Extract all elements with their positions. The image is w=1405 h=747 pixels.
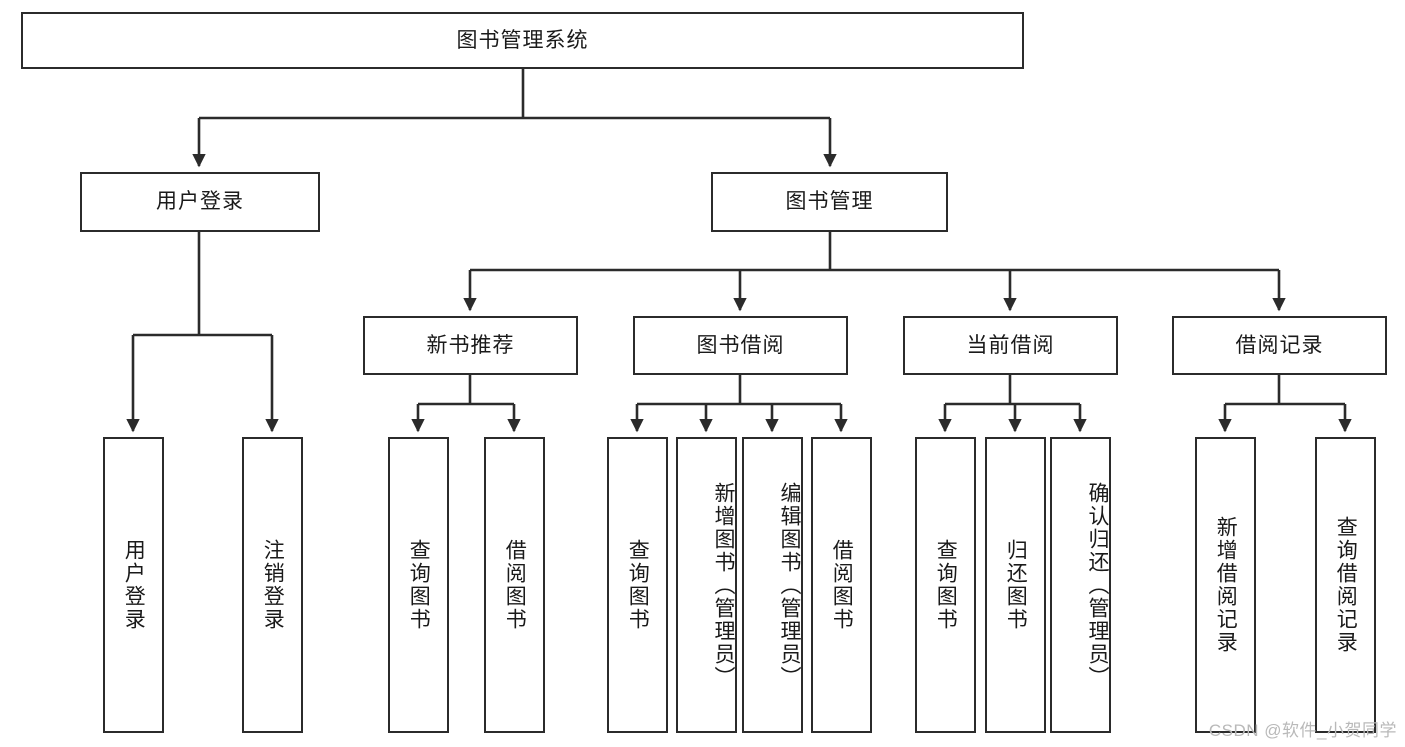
node-root-system[interactable]: 图书管理系统 xyxy=(21,12,1024,69)
node-book-borrow[interactable]: 图书借阅 xyxy=(633,316,848,375)
leaf-query-book-recommend[interactable]: 查询图书 xyxy=(388,437,449,733)
node-new-book-recommend[interactable]: 新书推荐 xyxy=(363,316,578,375)
node-label: 新增图书（管理员） xyxy=(712,481,735,689)
leaf-query-book-borrow[interactable]: 查询图书 xyxy=(607,437,668,733)
node-label: 确认归还（管理员） xyxy=(1086,481,1109,689)
node-label: 图书管理系统 xyxy=(456,28,589,52)
leaf-confirm-return[interactable]: 确认归还（管理员） xyxy=(1050,437,1111,733)
leaf-query-book-current[interactable]: 查询图书 xyxy=(915,437,976,733)
node-label: 图书管理 xyxy=(785,190,874,214)
leaf-add-book[interactable]: 新增图书（管理员） xyxy=(676,437,737,733)
node-label: 查询借阅记录 xyxy=(1334,516,1358,654)
node-label: 归还图书 xyxy=(1004,539,1028,631)
node-label: 借阅记录 xyxy=(1235,333,1324,357)
node-label: 借阅图书 xyxy=(830,539,854,631)
leaf-edit-book[interactable]: 编辑图书（管理员） xyxy=(742,437,803,733)
node-label: 查询图书 xyxy=(934,539,958,631)
node-label: 用户登录 xyxy=(122,539,146,631)
leaf-query-borrow-record[interactable]: 查询借阅记录 xyxy=(1315,437,1376,733)
leaf-borrow-book-borrow[interactable]: 借阅图书 xyxy=(811,437,872,733)
node-label: 注销登录 xyxy=(261,539,285,631)
node-book-management[interactable]: 图书管理 xyxy=(711,172,948,232)
leaf-borrow-book-recommend[interactable]: 借阅图书 xyxy=(484,437,545,733)
node-label: 查询图书 xyxy=(407,539,431,631)
node-label: 查询图书 xyxy=(626,539,650,631)
node-label: 图书借阅 xyxy=(696,333,785,357)
leaf-return-book[interactable]: 归还图书 xyxy=(985,437,1046,733)
node-label: 当前借阅 xyxy=(966,333,1055,357)
node-label: 借阅图书 xyxy=(503,539,527,631)
node-label: 新书推荐 xyxy=(426,333,515,357)
node-label: 编辑图书（管理员） xyxy=(778,481,801,689)
leaf-logout-login[interactable]: 注销登录 xyxy=(242,437,303,733)
leaf-user-login[interactable]: 用户登录 xyxy=(103,437,164,733)
node-current-borrow[interactable]: 当前借阅 xyxy=(903,316,1118,375)
node-user-login[interactable]: 用户登录 xyxy=(80,172,320,232)
leaf-add-borrow-record[interactable]: 新增借阅记录 xyxy=(1195,437,1256,733)
watermark-text: CSDN @软件_小贺同学 xyxy=(1208,721,1397,740)
node-label: 用户登录 xyxy=(156,190,244,214)
node-label: 新增借阅记录 xyxy=(1214,516,1238,654)
node-borrow-record[interactable]: 借阅记录 xyxy=(1172,316,1387,375)
